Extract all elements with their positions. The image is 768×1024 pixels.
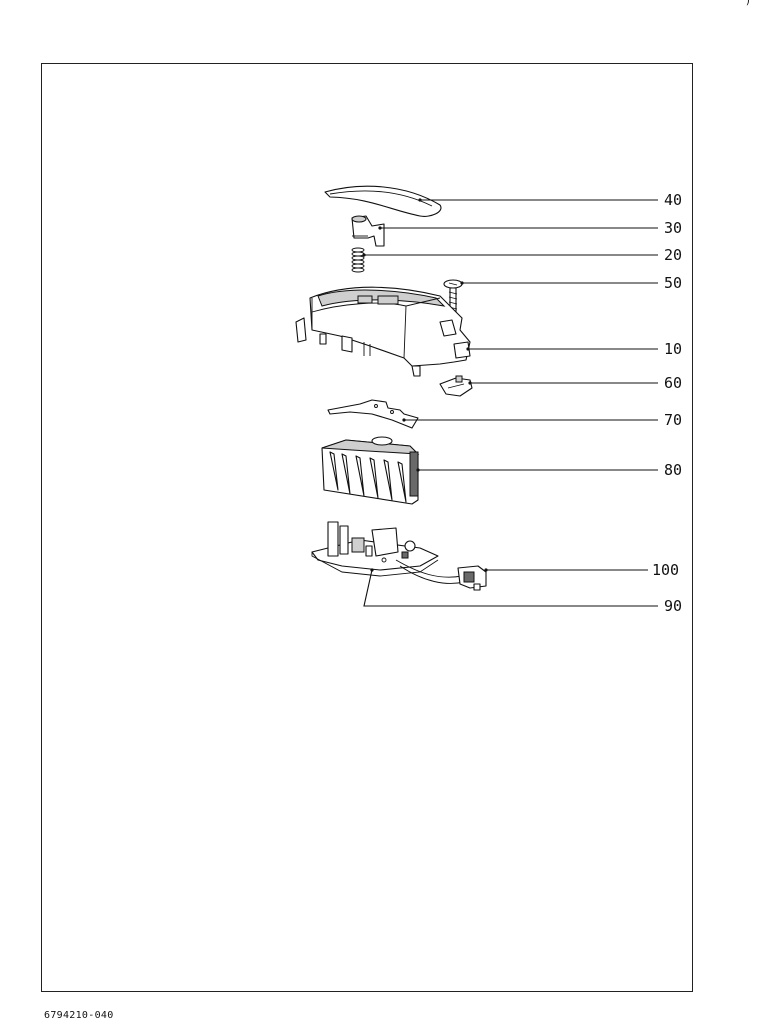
part-70-plate <box>327 399 419 429</box>
callout-70: 70 <box>664 411 682 429</box>
callout-40: 40 <box>664 191 682 209</box>
leader-90 <box>363 569 658 607</box>
callout-80: 80 <box>664 461 682 479</box>
callout-10: 10 <box>664 340 682 358</box>
corner-mark: ) <box>745 0 752 7</box>
callout-30: 30 <box>664 219 682 237</box>
part-90-circuit-board <box>311 521 439 577</box>
callout-labels: 40 30 20 50 10 60 70 80 100 90 <box>652 191 682 615</box>
callout-20: 20 <box>664 246 682 264</box>
part-30-button <box>351 215 385 247</box>
part-100-cable-connector <box>395 559 487 591</box>
drawing-frame <box>41 63 693 992</box>
part-20-spring <box>351 247 365 273</box>
callout-60: 60 <box>664 374 682 392</box>
part-10-housing <box>295 286 471 377</box>
callout-50: 50 <box>664 274 682 292</box>
part-80-heatsink <box>321 436 420 505</box>
document-number: 6794210-040 <box>44 1010 114 1021</box>
leader-lines <box>362 198 658 607</box>
callout-100: 100 <box>652 561 679 579</box>
part-40-cover <box>324 185 442 217</box>
callout-90: 90 <box>664 597 682 615</box>
part-60-clip <box>439 375 473 397</box>
